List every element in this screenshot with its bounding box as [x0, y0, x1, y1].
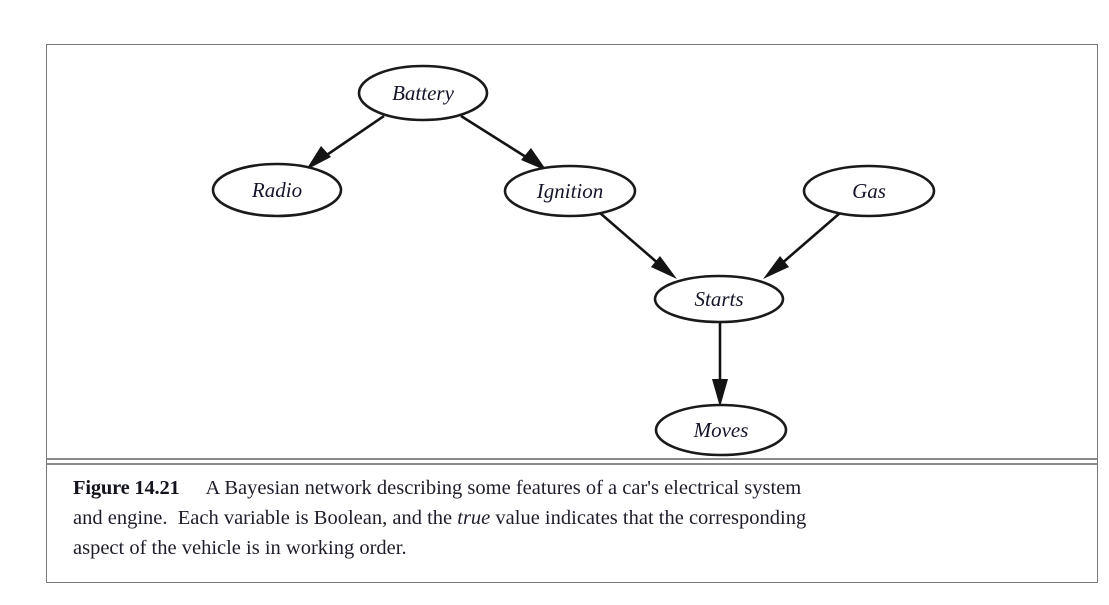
network-canvas: Battery Radio Ignition Gas Starts Moves — [211, 64, 936, 457]
node-label-moves: Moves — [693, 418, 749, 442]
node-gas[interactable]: Gas — [802, 164, 936, 218]
caption-line-1: Figure 14.21 A Bayesian network describin… — [73, 473, 1073, 503]
caption-text-2a: and engine. Each variable is Boolean, an… — [73, 507, 458, 529]
node-label-battery: Battery — [392, 81, 454, 105]
node-moves[interactable]: Moves — [654, 403, 788, 457]
caption-line-3: aspect of the vehicle is in working orde… — [73, 533, 1073, 563]
caption-line-2: and engine. Each variable is Boolean, an… — [73, 503, 1073, 533]
edge-starts-to-moves — [712, 323, 728, 407]
divider-line-top — [47, 458, 1097, 460]
edge-ignition-to-starts — [599, 212, 677, 279]
caption-italic-true: true — [457, 507, 491, 529]
caption-text-1: A Bayesian network describing some featu… — [205, 477, 802, 499]
node-radio[interactable]: Radio — [211, 162, 343, 218]
figure-frame: Battery Radio Ignition Gas Starts Moves — [46, 44, 1098, 583]
caption-divider — [47, 458, 1097, 465]
node-label-ignition: Ignition — [536, 179, 604, 203]
caption-text-2b: value indicates that the corresponding — [490, 507, 807, 529]
bayesian-network-diagram: Battery Radio Ignition Gas Starts Moves — [47, 45, 1097, 459]
node-label-starts: Starts — [694, 287, 743, 311]
edge-battery-to-radio — [306, 114, 385, 170]
node-starts[interactable]: Starts — [653, 274, 785, 324]
divider-line-bottom — [47, 463, 1097, 465]
node-label-gas: Gas — [852, 179, 886, 203]
caption-text-3: aspect of the vehicle is in working orde… — [73, 537, 407, 559]
figure-caption: Figure 14.21 A Bayesian network describin… — [73, 473, 1073, 563]
node-battery[interactable]: Battery — [357, 64, 489, 122]
node-label-radio: Radio — [251, 178, 302, 202]
node-ignition[interactable]: Ignition — [503, 164, 637, 218]
edge-battery-to-ignition — [460, 114, 547, 171]
edge-gas-to-starts — [763, 212, 841, 279]
caption-figure-number: Figure 14.21 — [73, 477, 180, 499]
